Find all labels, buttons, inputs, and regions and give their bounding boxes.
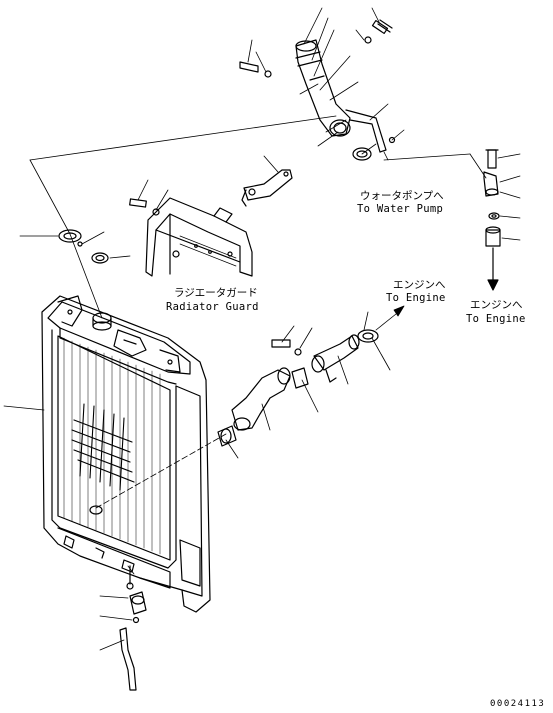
engine-fittings <box>483 149 501 291</box>
leader-lines <box>3 7 521 651</box>
label-engine-1-en: To Engine <box>386 292 446 304</box>
lower-pipe <box>271 329 379 389</box>
top-clamps <box>58 229 109 264</box>
radiator-guard <box>145 197 253 277</box>
label-engine-2-en: To Engine <box>466 313 526 325</box>
label-radiator-guard-jp: ラジエータガード <box>174 287 258 299</box>
radiator <box>41 295 211 613</box>
core-hatch <box>71 403 135 491</box>
lower-hose <box>217 367 291 447</box>
drain-parts <box>119 591 147 691</box>
label-engine-2-jp: エンジンへ <box>470 299 523 311</box>
upper-bolts <box>239 19 396 144</box>
stay-bracket <box>129 169 293 216</box>
document-number: 00024113 <box>490 699 545 709</box>
label-water-pump-jp: ウォータポンプへ <box>360 190 444 202</box>
label-radiator-guard-en: Radiator Guard <box>166 301 259 313</box>
label-engine-1-jp: エンジンへ <box>393 279 446 291</box>
label-water-pump-en: To Water Pump <box>357 203 443 215</box>
upper-pipe <box>295 39 387 161</box>
